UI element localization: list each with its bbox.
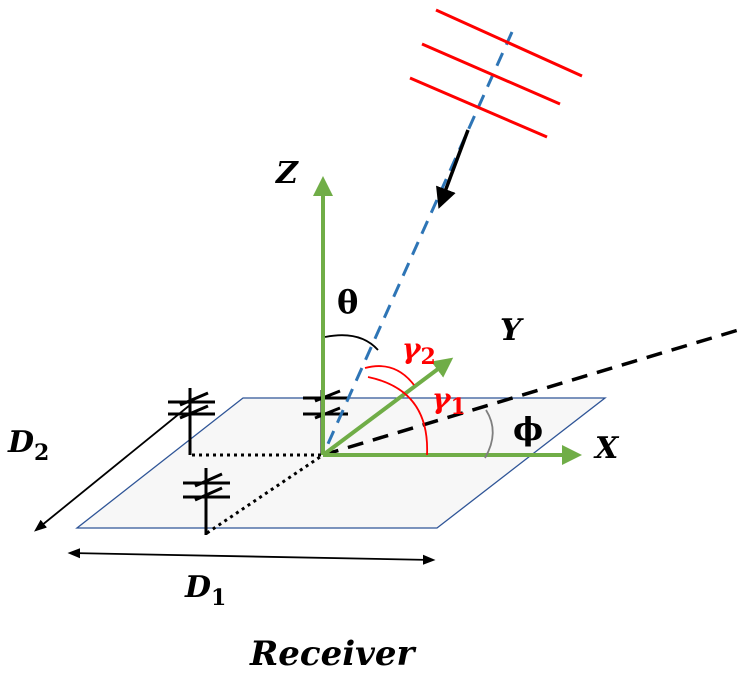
d2-dimension-arrow: [34, 404, 191, 532]
y-axis-label: Y: [500, 313, 524, 348]
gamma1-arc: [367, 376, 428, 456]
wavefront-1: [435, 8, 583, 78]
incident-ray-line: [321, 31, 514, 456]
antenna-element-1: [168, 388, 215, 455]
d1-dimension-arrow: [67, 548, 436, 565]
theta-arc: [324, 334, 379, 351]
z-axis-label: Z: [275, 156, 299, 191]
theta-label: θ: [337, 283, 358, 321]
wavefront-3: [409, 76, 548, 139]
d2-label: D2: [7, 425, 49, 466]
phi-label: ϕ: [513, 410, 543, 448]
phi-arc: [484, 409, 494, 459]
caption-receiver: Receiver: [249, 634, 417, 674]
gamma2-label: γ2: [402, 332, 436, 370]
y-axis: [321, 357, 454, 457]
wavefront-2: [421, 42, 561, 106]
projection-line-diagonal: [206, 453, 324, 535]
propagation-arrow: [436, 129, 470, 209]
gamma1-label: γ1: [432, 382, 466, 420]
antenna-element-3: [183, 468, 230, 535]
d1-label: D1: [184, 570, 226, 611]
wavefronts: [409, 8, 583, 139]
gamma2-arc: [364, 365, 415, 386]
x-axis-label: X: [593, 431, 620, 466]
ray-projection-line: [322, 326, 746, 457]
